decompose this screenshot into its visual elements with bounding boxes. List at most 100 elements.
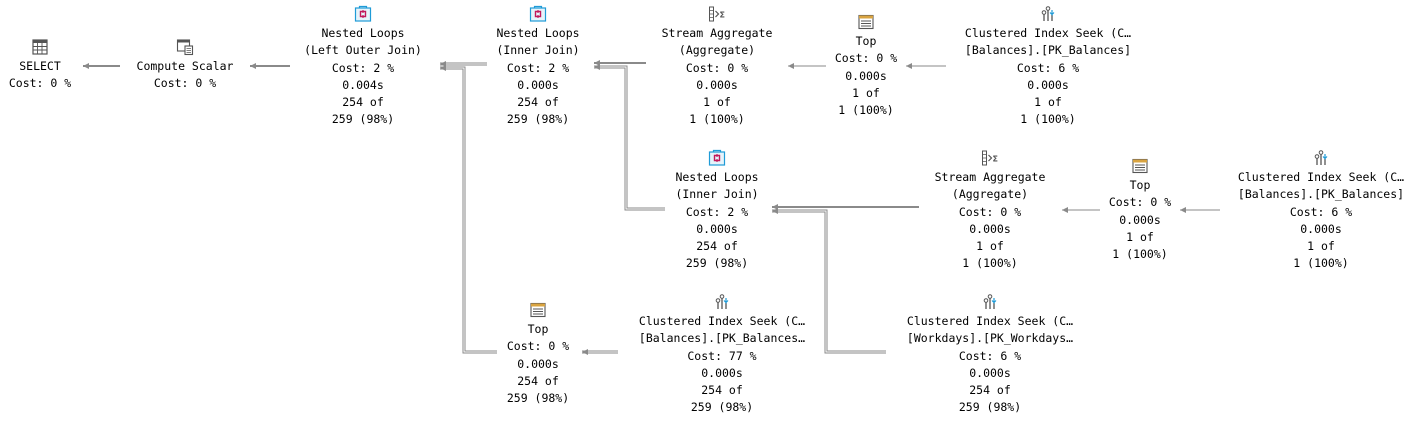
operator-stat: 1 of: [976, 239, 1004, 254]
edge-outer-to-compute: [250, 63, 290, 69]
node-clustered-index-seek-2[interactable]: Clustered Index Seek (C…[Balances].[PK_B…: [1216, 149, 1426, 273]
node-nested-loops-inner-2[interactable]: Nested Loops (Inner Join) Cost: 2 % 0.000s 2…: [655, 149, 779, 273]
operator-name: Clustered Index Seek (C…: [906, 314, 1074, 328]
operator-stat: Cost: 0 %: [834, 51, 898, 66]
operator-stat: 0.000s: [696, 77, 738, 92]
nested-loops-icon: [708, 149, 726, 167]
operator-stat: Cost: 0 %: [685, 60, 749, 75]
node-clustered-index-seek-4[interactable]: Clustered Index Seek (C…[Workdays].[PK_W…: [885, 293, 1095, 417]
operator-stat: 259 (98%): [690, 400, 754, 415]
operator-stat: (Aggregate): [951, 187, 1029, 202]
operator-name: Top: [527, 322, 549, 336]
operator-stat: 254 of: [517, 373, 559, 388]
operator-stat: 254 of: [342, 95, 384, 110]
operator-name: Top: [855, 34, 877, 48]
operator-stat: Cost: 2 %: [685, 204, 749, 219]
operator-name: SELECT: [19, 59, 61, 73]
operator-stat: Cost: 2 %: [331, 60, 395, 75]
operator-stat: 1 (100%): [962, 256, 1018, 271]
operator-stat: 0.000s: [969, 221, 1011, 236]
operator-stat: 1 (100%): [1293, 256, 1349, 271]
compute-scalar-icon: [176, 38, 194, 56]
operator-name: Stream Aggregate: [661, 26, 773, 40]
operator-stat: Cost: 2 %: [506, 60, 570, 75]
operator-stat: 0.000s: [517, 77, 559, 92]
operator-stat: Cost: 6 %: [1289, 204, 1353, 219]
node-nested-loops-left-outer[interactable]: Nested Loops (Left Outer Join) Cost: 2 % 0.…: [288, 5, 438, 129]
nested-loops-icon: [529, 5, 547, 23]
operator-stat: 1 (100%): [1112, 247, 1168, 262]
operator-stat: 0.000s: [1027, 77, 1069, 92]
operator-stat: 1 of: [852, 85, 880, 100]
operator-name: Nested Loops: [321, 26, 405, 40]
operator-stat: 259 (98%): [506, 391, 570, 406]
node-stream-aggregate-1[interactable]: Σ Stream Aggregate (Aggregate) Cost: 0 % 0.0…: [645, 5, 789, 129]
operator-name: Clustered Index Seek (C…: [638, 314, 806, 328]
operator-stat: 0.004s: [342, 77, 384, 92]
operator-stat: 254 of: [696, 239, 738, 254]
node-nested-loops-inner-1[interactable]: Nested Loops (Inner Join) Cost: 2 % 0.000s 2…: [476, 5, 600, 129]
top-icon: [857, 13, 875, 31]
operator-stat: Cost: 77 %: [687, 348, 757, 363]
operator-name: Compute Scalar: [136, 59, 234, 73]
operator-stat: 259 (98%): [958, 400, 1022, 415]
operator-stat: 1 (100%): [689, 112, 745, 127]
operator-stat: Cost: 6 %: [1016, 60, 1080, 75]
operator-stat: 0.000s: [517, 356, 559, 371]
top-icon: [529, 301, 547, 319]
svg-text:Σ: Σ: [720, 11, 725, 20]
operator-stat: 254 of: [517, 95, 559, 110]
select-icon: [31, 38, 49, 56]
edge-seek3-to-top3: [582, 349, 618, 355]
operator-stat: 0.000s: [969, 365, 1011, 380]
operator-stat: 0.000s: [1300, 221, 1342, 236]
edge-top1-to-stream1: [788, 63, 826, 69]
top-icon: [1131, 157, 1149, 175]
operator-stat: (Aggregate): [678, 43, 756, 58]
operator-stat: 1 of: [1126, 229, 1154, 244]
stream-aggregate-icon: Σ: [708, 5, 726, 23]
operator-stat: (Inner Join): [496, 43, 580, 58]
clustered-index-seek-icon: [713, 293, 731, 311]
operator-stat: 259 (98%): [685, 256, 749, 271]
operator-stat: Cost: 0 %: [153, 76, 217, 91]
edge-seek1-to-top1: [906, 63, 946, 69]
clustered-index-seek-icon: [981, 293, 999, 311]
operator-stat: Cost: 0 %: [8, 76, 72, 91]
edge-stream2-to-nl2: [772, 204, 919, 210]
operator-stat: 1 (100%): [838, 103, 894, 118]
operator-stat: 254 of: [969, 383, 1011, 398]
operator-name: Clustered Index Seek (C…: [964, 26, 1132, 40]
edge-top2-to-stream2: [1062, 207, 1100, 213]
operator-stat: 0.000s: [845, 68, 887, 83]
edge-stream1-to-inner1: [594, 60, 646, 66]
node-clustered-index-seek-3[interactable]: Clustered Index Seek (C… [Balances].[PK_B…: [617, 293, 827, 417]
operator-stat: [Balances].[PK_Balances…: [638, 331, 806, 346]
operator-stat: [Balances].[PK_Balances]: [964, 43, 1132, 58]
node-clustered-index-seek-1[interactable]: Clustered Index Seek (C… [Balances].[PK_B…: [943, 5, 1153, 129]
clustered-index-seek-icon: [1312, 149, 1330, 167]
operator-stat: 1 of: [1307, 239, 1335, 254]
operator-stat: (Inner Join): [675, 187, 759, 202]
operator-stat: (Left Outer Join): [304, 43, 422, 58]
operator-stat: Cost: 6 %: [958, 348, 1022, 363]
nested-loops-icon: [354, 5, 372, 23]
node-select[interactable]: SELECT Cost: 0 %: [5, 38, 75, 93]
clustered-index-seek-icon: [1039, 5, 1057, 23]
operator-name: Nested Loops: [496, 26, 580, 40]
operator-stat: 0.000s: [701, 365, 743, 380]
operator-name: Top: [1129, 178, 1151, 192]
operator-name: Stream Aggregate: [934, 170, 1046, 184]
edge-seek2-to-top2: [1180, 207, 1220, 213]
operator-stat: 254 of: [701, 383, 743, 398]
operator-stat: 0.000s: [696, 221, 738, 236]
operator-stat: 1 (100%): [1020, 112, 1076, 127]
operator-name: Nested Loops: [675, 170, 759, 184]
operator-stat: Cost: 0 %: [958, 204, 1022, 219]
operator-stat: 1 of: [1034, 95, 1062, 110]
